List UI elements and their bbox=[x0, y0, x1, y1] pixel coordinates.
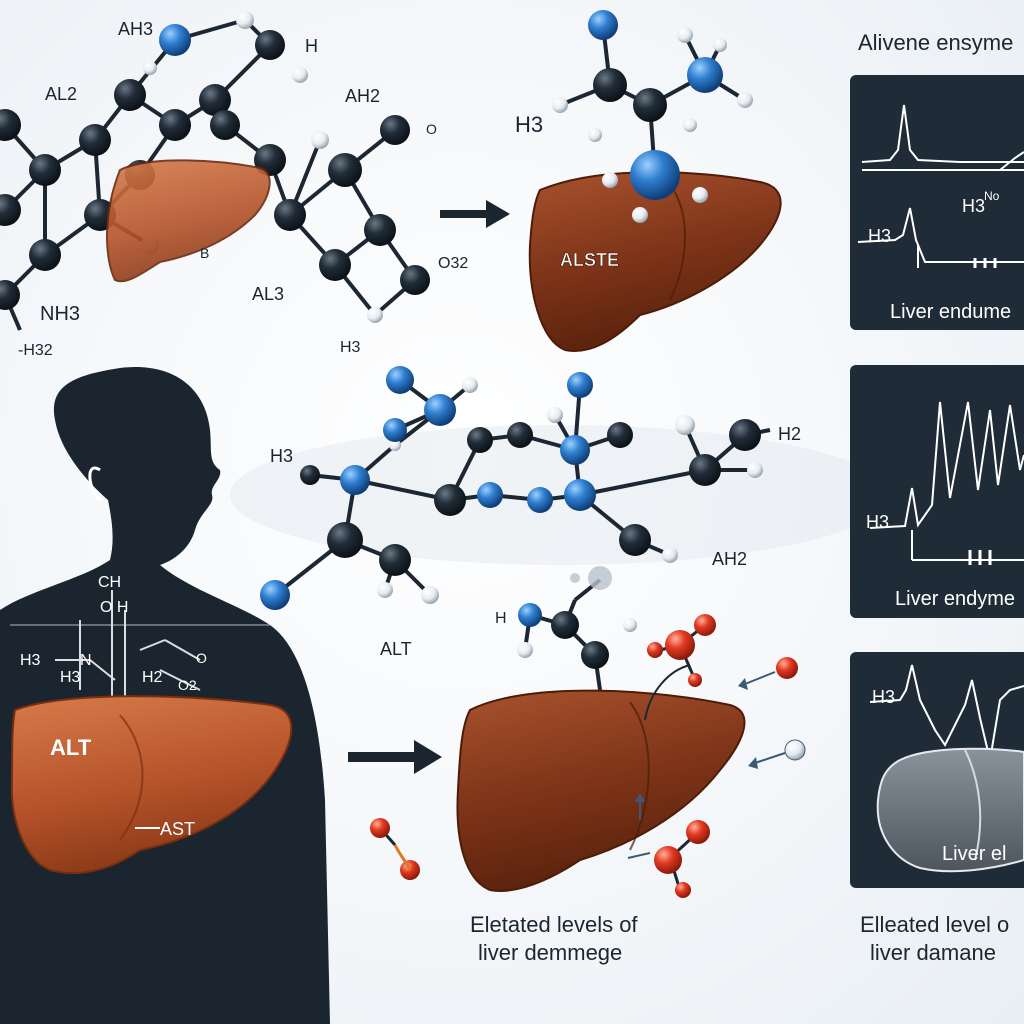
right-caption-line1: Elleated level o bbox=[860, 912, 1009, 937]
body-chem-labels: CH O H H3 N O H3 H2 O2 H3 bbox=[20, 574, 207, 854]
bottom-caption-line2: liver demmege bbox=[478, 940, 622, 965]
svg-text:-H32: -H32 bbox=[18, 342, 53, 359]
graph-panel-3: H3 Liver el bbox=[850, 652, 1024, 888]
graph-panel-1: H3 No H3 Liver endume bbox=[850, 75, 1024, 330]
svg-text:CH: CH bbox=[98, 574, 121, 591]
top-molecule: AH3 H AL2 AH2 O B NH3 -H32 AL3 O32 H3 bbox=[0, 11, 468, 359]
middle-molecule: H3 H2 AH2 ALT H bbox=[230, 366, 890, 659]
arrow-right-icon bbox=[348, 740, 442, 774]
right-panel-title: Alivene ensyme bbox=[858, 30, 1013, 55]
svg-text:ALT: ALT bbox=[380, 639, 412, 659]
svg-text:AH2: AH2 bbox=[345, 86, 380, 106]
top-liver-group: ALSTE H3 bbox=[515, 10, 782, 352]
svg-text:AH3: AH3 bbox=[118, 19, 153, 39]
top-liver-h-label: H3 bbox=[515, 112, 543, 137]
top-molecule-labels: AH3 H AL2 AH2 O B NH3 -H32 AL3 O32 H3 bbox=[18, 19, 468, 359]
svg-text:O: O bbox=[196, 650, 207, 666]
bottom-liver bbox=[456, 689, 746, 892]
red-molecules bbox=[370, 614, 806, 898]
svg-text:Liver el: Liver el bbox=[942, 843, 1006, 865]
bottom-caption-line1: Eletated levels of bbox=[470, 912, 638, 937]
middle-molecule-labels: H3 H2 AH2 ALT H bbox=[270, 424, 801, 659]
body-liver bbox=[10, 695, 293, 874]
svg-text:AH2: AH2 bbox=[712, 549, 747, 569]
right-panel: Alivene ensyme H3 No H3 Liver endume bbox=[850, 30, 1024, 965]
svg-text:H3: H3 bbox=[60, 669, 81, 686]
body-chem-overlay: CH O H H3 N O H3 H2 O2 H3 ALT AST bbox=[10, 574, 293, 874]
svg-text:No: No bbox=[984, 189, 1000, 203]
svg-text:O H: O H bbox=[100, 599, 128, 616]
svg-text:AL2: AL2 bbox=[45, 84, 77, 104]
ast-label: AST bbox=[160, 819, 195, 839]
svg-text:H3: H3 bbox=[270, 446, 293, 466]
svg-text:O: O bbox=[426, 121, 437, 137]
svg-text:H3: H3 bbox=[872, 687, 895, 707]
svg-text:B: B bbox=[200, 245, 209, 261]
svg-text:H3: H3 bbox=[866, 512, 889, 532]
svg-text:Liver endyme: Liver endyme bbox=[895, 588, 1015, 610]
svg-text:NH3: NH3 bbox=[40, 303, 80, 325]
svg-text:H3: H3 bbox=[20, 652, 41, 669]
arrow-right-icon bbox=[440, 200, 510, 228]
top-liver-label: ALSTE bbox=[560, 250, 619, 270]
top-molecule-atoms bbox=[0, 11, 430, 323]
right-caption-line2: liver damane bbox=[870, 940, 996, 965]
svg-text:H: H bbox=[305, 36, 318, 56]
svg-text:Liver endume: Liver endume bbox=[890, 301, 1011, 323]
top-liver-blue-atom bbox=[630, 150, 680, 200]
svg-text:H: H bbox=[495, 610, 507, 627]
svg-text:O32: O32 bbox=[438, 255, 468, 272]
bottom-liver-group bbox=[370, 566, 806, 898]
top-liver bbox=[528, 171, 782, 352]
top-molecule-liver bbox=[106, 159, 271, 283]
svg-text:H3: H3 bbox=[340, 339, 361, 356]
graph-panel-2: H3 Liver endyme bbox=[850, 365, 1024, 618]
svg-text:H2: H2 bbox=[142, 669, 163, 686]
svg-text:H3: H3 bbox=[962, 196, 985, 216]
body-liver-label: ALT bbox=[50, 735, 92, 760]
svg-text:H3: H3 bbox=[868, 226, 891, 246]
svg-text:O2: O2 bbox=[178, 677, 197, 693]
svg-text:H2: H2 bbox=[778, 424, 801, 444]
svg-text:AL3: AL3 bbox=[252, 284, 284, 304]
svg-text:N: N bbox=[80, 652, 92, 669]
